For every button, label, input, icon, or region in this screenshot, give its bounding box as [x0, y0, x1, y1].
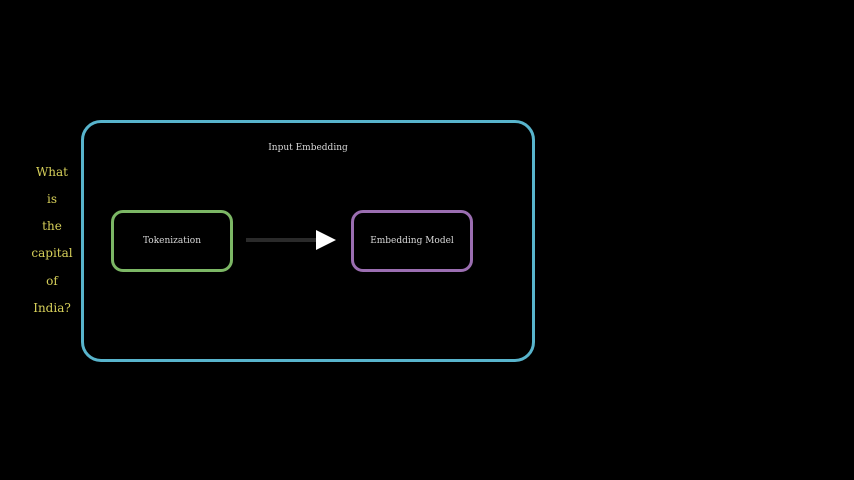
arrow-connector [246, 230, 336, 250]
embedding-model-node: Embedding Model [351, 210, 473, 272]
question-word: India? [33, 301, 71, 315]
question-word: of [46, 274, 58, 288]
input-embedding-container [81, 120, 535, 362]
tokenization-node: Tokenization [111, 210, 233, 272]
input-embedding-title: Input Embedding [268, 143, 348, 153]
arrow-shaft [246, 238, 316, 242]
question-word: capital [31, 246, 73, 260]
question-word: is [47, 192, 57, 206]
arrow-head-icon [316, 230, 336, 250]
question-word: the [42, 219, 62, 233]
tokenization-label: Tokenization [143, 236, 201, 246]
embedding-model-label: Embedding Model [370, 236, 454, 246]
question-word: What [35, 165, 69, 179]
